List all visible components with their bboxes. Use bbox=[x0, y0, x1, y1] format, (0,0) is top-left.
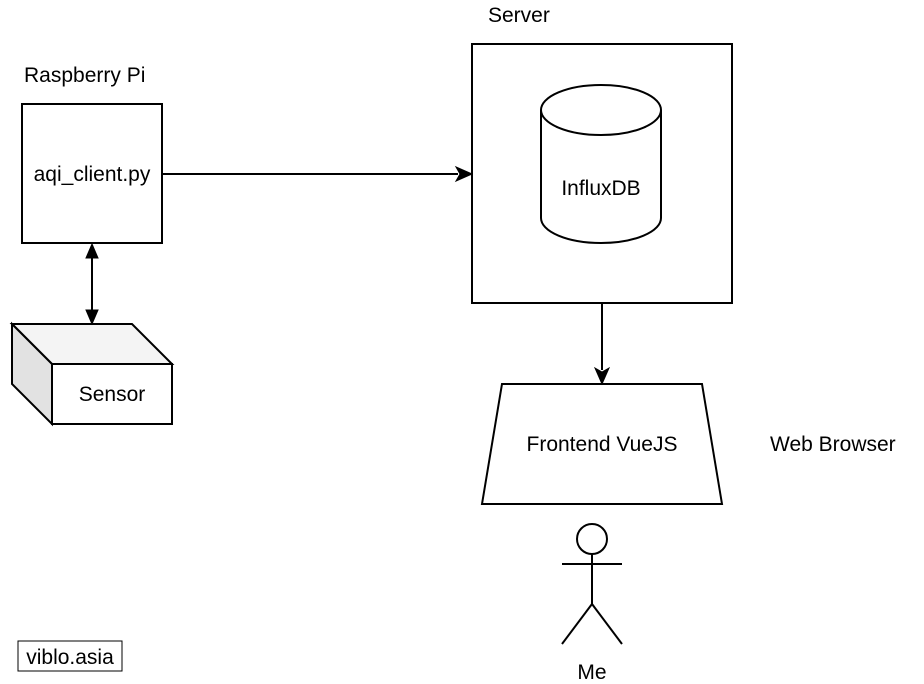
user-label: Me bbox=[577, 661, 606, 684]
client-script-label: aqi_client.py bbox=[34, 163, 151, 186]
client-script-box bbox=[21, 103, 163, 244]
user-actor: Me bbox=[561, 523, 623, 684]
watermark-text: viblo.asia bbox=[26, 646, 114, 669]
database-label: InfluxDB bbox=[561, 177, 640, 200]
sensor-label: Sensor bbox=[79, 383, 146, 406]
web-browser-label: Web Browser bbox=[770, 433, 896, 456]
user-left-leg bbox=[561, 603, 593, 645]
sensor-front-face bbox=[51, 363, 173, 425]
server-label: Server bbox=[488, 4, 550, 27]
edge-client-sensor bbox=[85, 242, 99, 326]
edge-server-frontend-arrowhead bbox=[593, 366, 611, 386]
database-node: InfluxDB bbox=[540, 84, 662, 244]
user-head bbox=[576, 523, 608, 555]
edge-client-server bbox=[162, 165, 474, 183]
edge-client-server-arrowhead bbox=[454, 165, 474, 183]
database-cylinder bbox=[540, 84, 662, 244]
edge-server-frontend bbox=[593, 303, 611, 386]
frontend-node: Frontend VueJS bbox=[480, 383, 724, 505]
edge-client-sensor-arrowhead-down bbox=[85, 309, 99, 326]
sensor-node: Sensor bbox=[9, 321, 175, 427]
frontend-shape bbox=[480, 383, 724, 505]
frontend-label: Frontend VueJS bbox=[527, 433, 678, 456]
database-cylinder-rim bbox=[540, 109, 662, 136]
user-right-leg bbox=[591, 603, 623, 645]
edge-client-sensor-arrowhead-up bbox=[85, 242, 99, 259]
watermark: viblo.asia bbox=[17, 640, 123, 672]
client-script-node: aqi_client.py bbox=[21, 103, 163, 244]
raspberry-pi-label: Raspberry Pi bbox=[24, 64, 145, 87]
watermark-frame bbox=[17, 640, 123, 672]
